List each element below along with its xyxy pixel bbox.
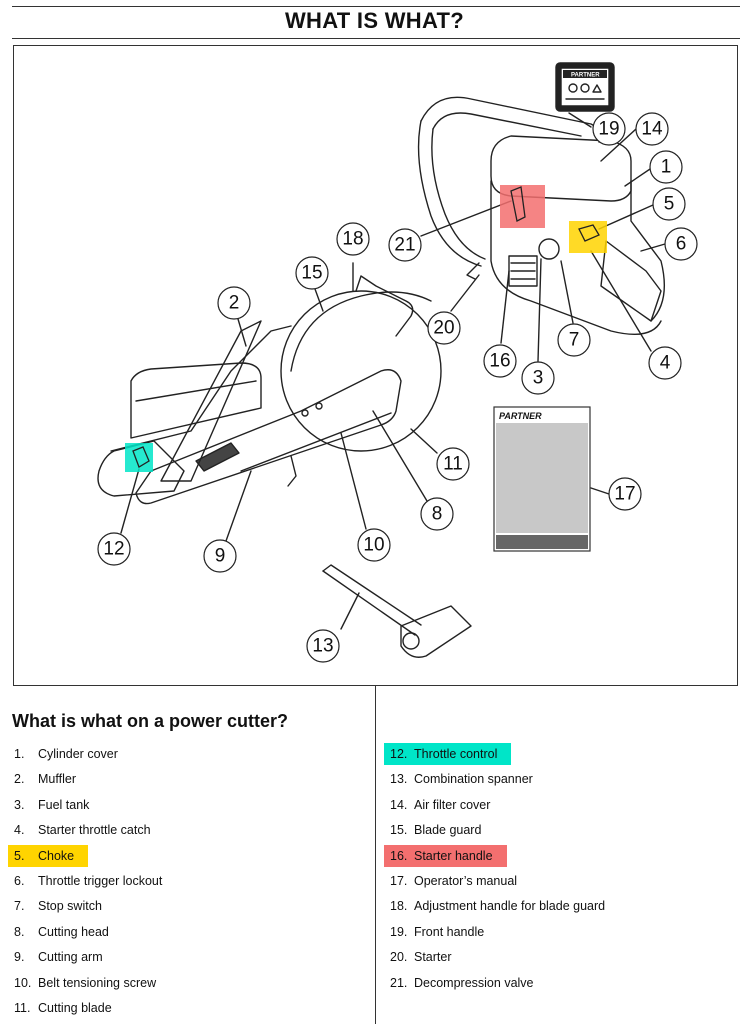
- part-item-18: 18.Adjustment handle for blade guard: [390, 899, 606, 914]
- operators-manual-icon: PARTNER: [493, 406, 591, 552]
- cutting-blade-shape: [280, 290, 442, 452]
- part-item-4: 4.Starter throttle catch: [14, 823, 151, 838]
- part-item-1: 1.Cylinder cover: [14, 747, 118, 761]
- callout-1: 1: [649, 150, 683, 184]
- callout-2: 2: [217, 286, 251, 320]
- callout-17: 17: [608, 477, 642, 511]
- title-rule-bottom: [12, 38, 740, 39]
- svg-text:11: 11: [443, 454, 463, 475]
- part-item-6: 6.Throttle trigger lockout: [14, 874, 163, 888]
- callout-9: 9: [203, 539, 237, 573]
- svg-text:1: 1: [661, 157, 672, 178]
- callout-6: 6: [664, 227, 698, 261]
- part-item-3: 3.Fuel tank: [14, 797, 90, 812]
- svg-text:21: 21: [394, 235, 415, 256]
- callout-5: 5: [652, 187, 686, 221]
- part-item-10: 10.Belt tensioning screw: [14, 975, 157, 990]
- callout-14: 14: [635, 112, 669, 146]
- svg-text:20: 20: [433, 318, 454, 339]
- callout-19: 19: [592, 112, 626, 146]
- title-rule-top: [12, 6, 740, 7]
- part-item-19: 19.Front handle: [390, 924, 485, 939]
- svg-text:5: 5: [664, 194, 675, 215]
- part-item-7: 7.Stop switch: [14, 899, 102, 914]
- warning-sticker-icon: [555, 62, 615, 112]
- svg-text:16: 16: [489, 351, 510, 372]
- svg-text:7: 7: [569, 330, 580, 351]
- choke-list-highlight: 5.Choke: [8, 844, 89, 867]
- callout-20: 20: [427, 311, 461, 345]
- svg-text:4: 4: [660, 353, 671, 374]
- starter-handle-highlight: [500, 185, 545, 228]
- part-item-5: 5.Choke: [8, 844, 89, 867]
- callout-11: 11: [436, 447, 470, 481]
- part-item-8: 8.Cutting head: [14, 924, 109, 939]
- page-title: WHAT IS WHAT?: [284, 8, 465, 33]
- section-heading: What is what on a power cutter?: [12, 711, 289, 731]
- svg-text:14: 14: [641, 119, 663, 140]
- callout-12: 12: [97, 532, 131, 566]
- part-item-15: 15.Blade guard: [390, 823, 482, 838]
- callout-10: 10: [357, 528, 391, 562]
- svg-text:15: 15: [301, 263, 322, 284]
- callout-18: 18: [336, 222, 370, 256]
- power-cutter-illustration: PARTNER PARTNER 1 2 3 4 5 6 7 8 9 10 11 …: [97, 62, 698, 663]
- callout-7: 7: [557, 323, 591, 357]
- callout-13: 13: [306, 629, 340, 663]
- svg-text:18: 18: [342, 229, 363, 250]
- part-item-2: 2.Muffler: [14, 772, 76, 787]
- throttle-control-list-highlight: 12.Throttle control: [384, 743, 512, 765]
- svg-text:13: 13: [312, 636, 333, 657]
- svg-text:6: 6: [676, 234, 687, 255]
- cutting-arm-shape: [135, 369, 402, 505]
- part-item-21: 21.Decompression valve: [390, 975, 534, 990]
- part-item-11: 11.Cutting blade: [14, 1001, 112, 1015]
- part-item-13: 13.Combination spanner: [390, 772, 533, 787]
- sticker-brand-text: PARTNER: [571, 73, 600, 79]
- svg-text:17: 17: [614, 484, 635, 505]
- svg-text:19: 19: [598, 119, 619, 140]
- callout-21: 21: [388, 228, 422, 262]
- starter-handle-list-highlight: 16.Starter handle: [384, 844, 507, 867]
- callout-16: 16: [483, 344, 517, 378]
- svg-text:2: 2: [229, 293, 240, 314]
- part-item-9: 9.Cutting arm: [14, 950, 103, 965]
- callout-8: 8: [420, 497, 454, 531]
- column-divider: [375, 686, 376, 1024]
- part-item-12: 12.Throttle control: [384, 743, 512, 765]
- svg-text:9: 9: [215, 546, 226, 567]
- part-item-16: 16.Starter handle: [384, 844, 507, 867]
- callout-15: 15: [295, 256, 329, 290]
- part-item-17: 17.Operator’s manual: [390, 874, 518, 888]
- part-item-14: 14.Air filter cover: [390, 797, 491, 812]
- parts-diagram: PARTNER PARTNER 1 2 3 4 5 6 7 8 9 10 11 …: [13, 45, 738, 686]
- combination-spanner-shape: [322, 564, 422, 626]
- svg-text:3: 3: [533, 368, 544, 389]
- callout-3: 3: [521, 361, 555, 395]
- part-item-20: 20.Starter: [390, 950, 452, 965]
- manual-brand-text: PARTNER: [499, 411, 542, 421]
- svg-text:12: 12: [103, 539, 124, 560]
- svg-text:10: 10: [363, 535, 384, 556]
- callout-4: 4: [648, 346, 682, 380]
- svg-text:8: 8: [432, 504, 443, 525]
